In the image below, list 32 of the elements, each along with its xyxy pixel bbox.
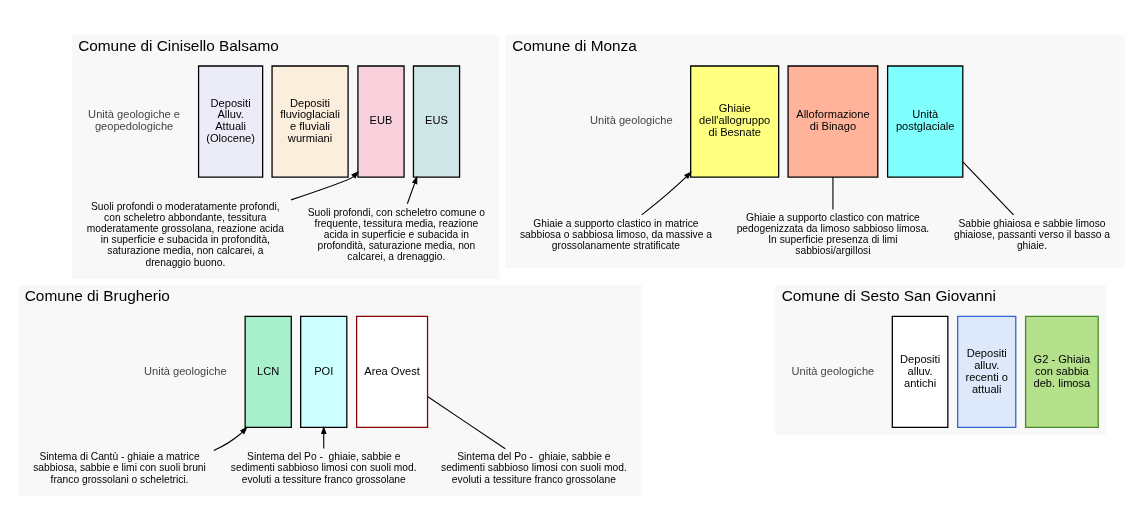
node-box: Depositi alluv. antichi — [891, 315, 949, 428]
node-box: LCN — [244, 315, 292, 428]
node-box: G2 - Ghiaia con sabbia deb. limosa — [1024, 315, 1099, 428]
node-text: Suoli profondi, con scheletro comune o frequente, tessitura media, reazione acida in superficie e subacida in profondità, saturazione media, non calcarei, a drenaggio. — [307, 206, 485, 262]
node-box: Alloformazione di Binago — [787, 64, 879, 178]
arrow — [641, 170, 692, 215]
node-text: Ghiaie a supporto clastico in matrice sabbiosa o sabbiosa limoso, da massive a grossolanamente stratificate — [519, 217, 712, 251]
node-text: Sintema del Po - ghiaie, sabbie e sedimenti sabbioso limosi con suoli mod. evoluti a tessiture franco grossolane — [230, 450, 417, 485]
node-box: Depositi fluvioglaciali e fluviali wurmiani — [271, 64, 349, 178]
node-text: Unità geologiche — [589, 113, 673, 126]
node-box: Depositi Alluv. Attuali (Olocene) — [197, 64, 264, 178]
node-text: Suoli profondi o moderatamente profondi, con scheletro abbondante, tessitura moderatamente grossolana, reazione acida in superficie e subacida in profondità, saturazione media, non calcarei, a drenaggio buono. — [86, 200, 284, 268]
arrow — [406, 175, 418, 204]
node-box: EUB — [357, 64, 405, 178]
node-box: EUS — [412, 64, 461, 178]
node-text: Sintema di Cantù - ghiaie a matrice sabbiosa, sabbie e limi con suoli bruni franco grossolani o scheletrici. — [33, 450, 206, 485]
node-text: Sabbie ghiaiosa e sabbie limoso ghiaiose, passanti verso il basso a ghiaie. — [953, 217, 1111, 251]
arrow — [213, 425, 248, 451]
node-box: Depositi alluv. recenti o attuali — [957, 315, 1017, 428]
node-text: Unità geologiche — [791, 364, 875, 377]
node-text: Unità geologiche — [144, 364, 227, 377]
connector — [832, 176, 834, 210]
node-box: Unità postglaciale — [886, 64, 964, 178]
node-text: Ghiaie a supporto clastico con matrice pedogenizzata da limoso sabbioso limosa. In superficie presenza di limi sabbiosi/argillosi — [736, 211, 930, 256]
node-box: POI — [300, 315, 348, 428]
node-text: Unità geologiche e geopedologiche — [88, 107, 181, 132]
node-box: Ghiaie dell'allogruppo di Besnate — [690, 64, 780, 178]
arrow — [290, 170, 360, 200]
node-box: Area Ovest — [356, 315, 429, 428]
node-text: Sintema del Po - ghiaie, sabbie e sedimenti sabbioso limosi con suoli mod. evoluti a tessiture franco grossolane — [441, 450, 627, 485]
connector — [962, 160, 1015, 215]
connector — [427, 395, 506, 449]
